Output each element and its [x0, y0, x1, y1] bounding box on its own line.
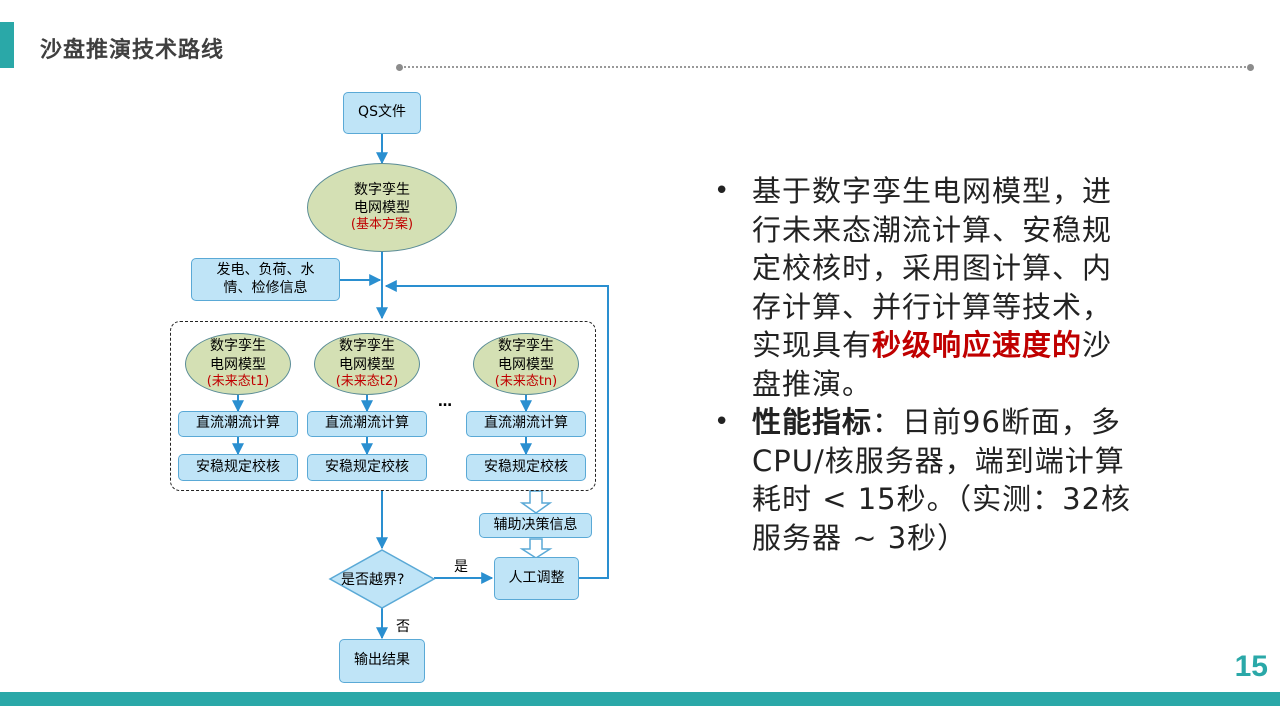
- future-model-t1-ellipse: 数字孪生 电网模型 (未来态t1): [185, 333, 291, 395]
- bullet2-label: 性能指标: [752, 405, 873, 439]
- info-box-line1: 发电、负荷、水: [216, 262, 315, 278]
- future-model-tn-line2: 电网模型: [498, 356, 554, 373]
- footer-accent-bar: [0, 692, 1280, 706]
- decision-no-label: 否: [396, 619, 410, 635]
- future-model-t2-note: (未来态t2): [335, 373, 399, 389]
- bullet-list: 基于数字孪生电网模型，进行未来态潮流计算、安稳规定校核时，采用图计算、内存计算、…: [712, 172, 1132, 557]
- bullet-performance: 性能指标：日前96断面，多CPU/核服务器，端到端计算耗时 < 15秒。（实测：…: [712, 403, 1132, 557]
- future-model-t2-line2: 电网模型: [339, 356, 395, 373]
- bullet1-text: 基于数字孪生电网模型，进行未来态潮流计算、安稳规定校核时，采用图计算、内存计算、…: [752, 174, 1113, 362]
- divider-dot-right: [1247, 64, 1254, 71]
- dc-flow-calc-tn: 直流潮流计算: [466, 411, 586, 437]
- base-model-line2: 电网模型: [354, 200, 410, 217]
- aux-decision-box: 辅助决策信息: [479, 513, 592, 538]
- arrow-feedback-loop: [384, 280, 609, 579]
- info-box-line2: 情、检修信息: [223, 279, 308, 296]
- page-title: 沙盘推演技术路线: [40, 38, 225, 63]
- manual-adjust-box: 人工调整: [494, 557, 579, 600]
- qs-file-box: QS文件: [343, 92, 421, 134]
- columns-ellipsis: …: [438, 394, 452, 410]
- bullet1-end: 沙盘推演。: [752, 328, 1113, 401]
- decision-diamond: [328, 549, 436, 609]
- future-model-tn-ellipse: 数字孪生 电网模型 (未来态tn): [473, 333, 579, 395]
- future-model-t2-ellipse: 数字孪生 电网模型 (未来态t2): [314, 333, 420, 395]
- dc-flow-calc-t2: 直流潮流计算: [307, 411, 427, 437]
- future-model-t1-line2: 电网模型: [210, 356, 266, 373]
- base-model-line1: 数字孪生: [354, 181, 410, 198]
- security-check-tn: 安稳规定校核: [466, 454, 586, 481]
- future-model-tn-note: (未来态tn): [494, 373, 558, 389]
- block-arrow-to-adjust: [519, 538, 553, 559]
- future-model-t2-line1: 数字孪生: [339, 338, 395, 355]
- info-box: 发电、负荷、水 情、检修信息: [191, 258, 340, 301]
- bullet2-text: ：日前96断面，多CPU/核服务器，端到端计算耗时 < 15秒。（实测：32核服…: [752, 405, 1132, 555]
- block-arrow-to-aux: [519, 490, 553, 514]
- future-model-tn-line1: 数字孪生: [498, 338, 554, 355]
- future-model-t1-line1: 数字孪生: [210, 338, 266, 355]
- decision-label: 是否越界?: [341, 572, 405, 588]
- future-state-region: [170, 321, 596, 491]
- security-check-t2: 安稳规定校核: [307, 454, 427, 481]
- base-model-note: (基本方案): [350, 217, 414, 233]
- security-check-t1: 安稳规定校核: [178, 454, 298, 481]
- bullet1-highlight: 秒级响应速度的: [872, 328, 1083, 362]
- page-number: 15: [1234, 650, 1268, 683]
- divider-dot-left: [396, 64, 403, 71]
- title-divider: [400, 66, 1250, 68]
- future-model-t1-note: (未来态t1): [206, 373, 270, 389]
- base-model-ellipse: 数字孪生 电网模型 (基本方案): [307, 163, 457, 252]
- bullet-tech-approach: 基于数字孪生电网模型，进行未来态潮流计算、安稳规定校核时，采用图计算、内存计算、…: [712, 172, 1132, 403]
- decision-yes-label: 是: [454, 559, 468, 575]
- dc-flow-calc-t1: 直流潮流计算: [178, 411, 298, 437]
- title-accent-bar: [0, 22, 14, 68]
- output-result-box: 输出结果: [339, 639, 425, 683]
